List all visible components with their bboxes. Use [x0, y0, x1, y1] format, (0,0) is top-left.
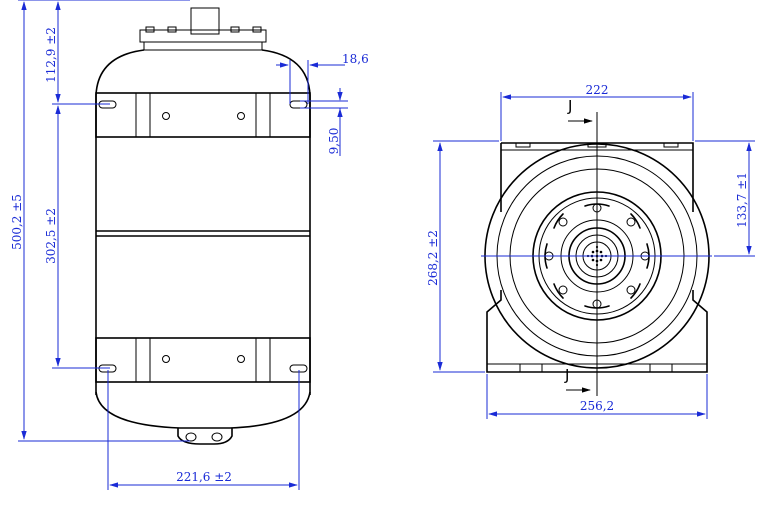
- side-view-dimensions: 500,2 ±5 112,9 ±2 302,5 ±2 18,6 9,50 221…: [10, 0, 369, 490]
- lower-mount-band: [95, 337, 311, 383]
- svg-text:J: J: [564, 366, 569, 384]
- section-mark-bottom: J: [564, 366, 591, 393]
- front-view: J J: [481, 97, 712, 396]
- dim-base-width: 256,2: [580, 399, 614, 413]
- dim-top-cap: 112,9 ±2: [44, 27, 58, 83]
- upper-mount-band: [95, 92, 311, 138]
- dim-mount-width: 221,6 ±2: [176, 470, 232, 484]
- section-mark-top: J: [567, 97, 593, 124]
- dim-height: 268,2 ±2: [426, 230, 440, 286]
- top-bolts: [145, 26, 262, 33]
- dim-center-height: 133,7 ±1: [735, 172, 749, 228]
- dim-top-width: 222: [586, 83, 609, 97]
- dim-slot-height: 9,50: [327, 128, 341, 155]
- front-view-dimensions: 222 256,2 268,2 ±2 133,7 ±1: [426, 83, 755, 419]
- dim-band-spacing: 302,5 ±2: [44, 208, 58, 264]
- svg-text:J: J: [567, 97, 572, 115]
- dim-total-height: 500,2 ±5: [10, 194, 24, 250]
- dim-slot-offset: 18,6: [342, 52, 369, 66]
- side-view: [95, 7, 311, 445]
